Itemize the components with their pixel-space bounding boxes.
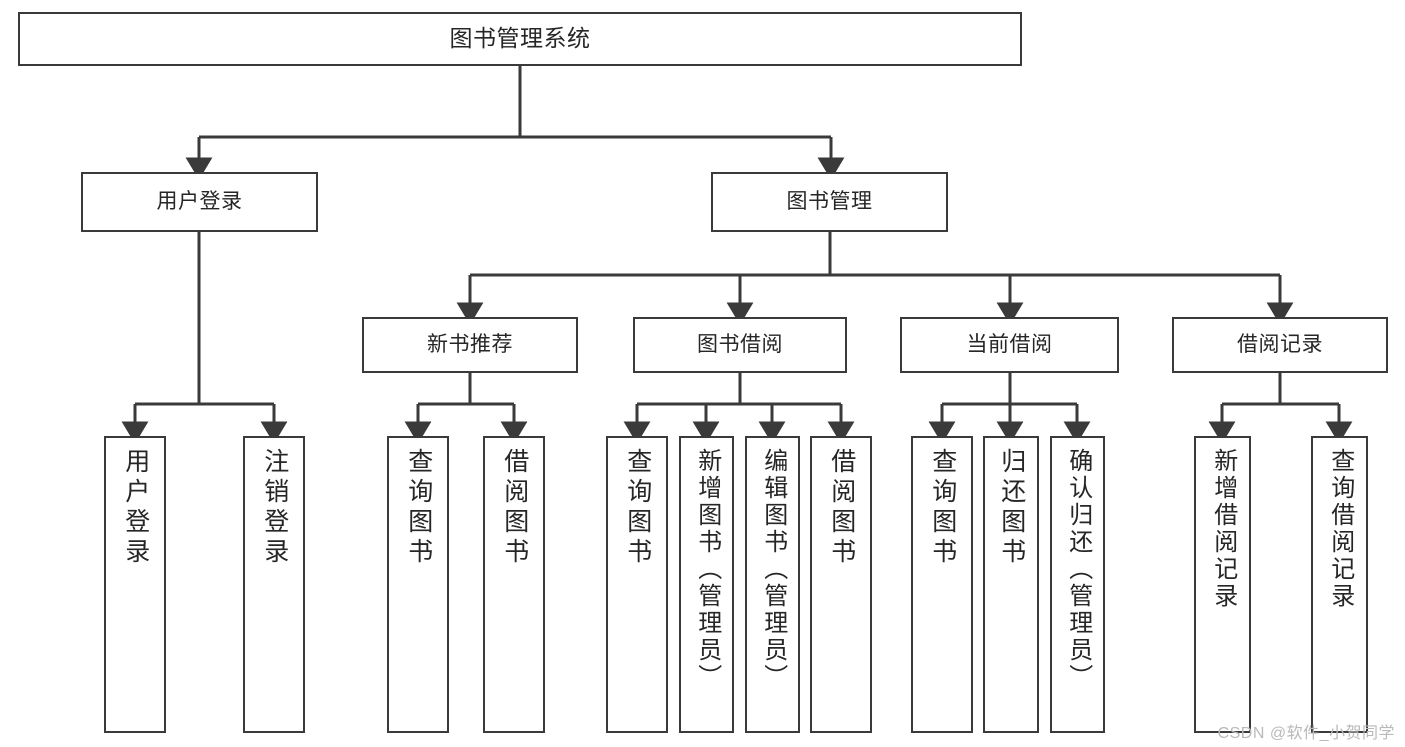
- leaf-edit-book-admin[interactable]: 编辑图书（管理员）: [745, 436, 800, 733]
- node-book-management[interactable]: 图书管理: [711, 172, 948, 232]
- node-label: 新增借阅记录: [1209, 448, 1237, 610]
- node-label: 图书管理: [786, 189, 873, 213]
- node-label: 归还图书: [997, 448, 1026, 568]
- node-label: 查询图书: [928, 448, 957, 568]
- leaf-borrow-book[interactable]: 借阅图书: [810, 436, 872, 733]
- leaf-query-borrow-record[interactable]: 查询借阅记录: [1311, 436, 1368, 733]
- node-label: 查询图书: [623, 448, 652, 568]
- node-user-login[interactable]: 用户登录: [81, 172, 318, 232]
- leaf-user-login[interactable]: 用户登录: [104, 436, 166, 733]
- leaf-return-book[interactable]: 归还图书: [983, 436, 1039, 733]
- node-label: 借阅图书: [500, 448, 529, 568]
- node-label: 当前借阅: [966, 332, 1053, 356]
- node-new-book-recommend[interactable]: 新书推荐: [362, 317, 578, 373]
- node-label: 借阅记录: [1237, 332, 1323, 356]
- leaf-add-borrow-record[interactable]: 新增借阅记录: [1194, 436, 1251, 733]
- node-label: 图书管理系统: [449, 25, 591, 52]
- node-label: 新书推荐: [427, 332, 513, 356]
- leaf-logout-login[interactable]: 注销登录: [243, 436, 305, 733]
- node-label: 编辑图书（管理员）: [759, 448, 787, 691]
- node-current-borrow[interactable]: 当前借阅: [900, 317, 1119, 373]
- leaf-query-book-current[interactable]: 查询图书: [911, 436, 973, 733]
- leaf-query-book-borrow[interactable]: 查询图书: [606, 436, 668, 733]
- node-label: 确认归还（管理员）: [1064, 448, 1092, 691]
- node-label: 新增图书（管理员）: [693, 448, 721, 691]
- node-label: 用户登录: [156, 189, 243, 213]
- leaf-add-book-admin[interactable]: 新增图书（管理员）: [679, 436, 734, 733]
- node-label: 注销登录: [260, 448, 289, 568]
- node-label: 用户登录: [121, 448, 150, 568]
- node-root-system[interactable]: 图书管理系统: [18, 12, 1022, 66]
- node-label: 借阅图书: [827, 448, 856, 568]
- leaf-borrow-book-recommend[interactable]: 借阅图书: [483, 436, 545, 733]
- csdn-watermark: CSDN @软件_小贺同学: [1217, 725, 1395, 742]
- node-label: 查询借阅记录: [1326, 448, 1354, 610]
- node-borrow-record[interactable]: 借阅记录: [1172, 317, 1388, 373]
- node-book-borrow[interactable]: 图书借阅: [633, 317, 847, 373]
- leaf-confirm-return-admin[interactable]: 确认归还（管理员）: [1050, 436, 1105, 733]
- leaf-query-book-recommend[interactable]: 查询图书: [387, 436, 449, 733]
- node-label: 图书借阅: [697, 332, 783, 356]
- node-label: 查询图书: [404, 448, 433, 568]
